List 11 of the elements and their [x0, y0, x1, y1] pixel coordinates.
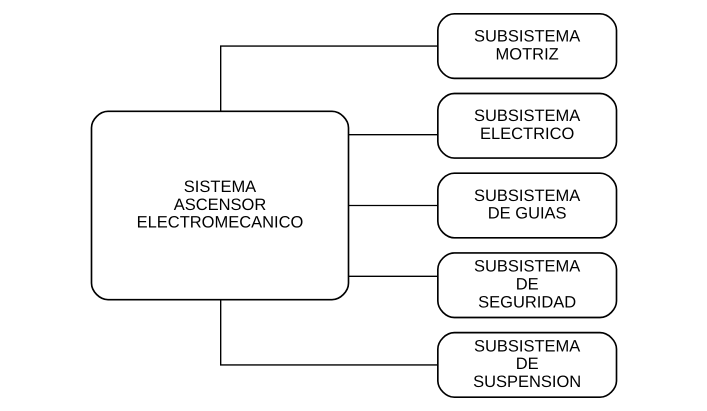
- node-box: SUBSISTEMA MOTRIZ: [436, 12, 617, 80]
- connector: [348, 204, 438, 206]
- connector: [220, 300, 438, 366]
- connector: [220, 45, 438, 111]
- connector: [348, 134, 438, 136]
- connector: [348, 276, 438, 277]
- node-box: SUBSISTEMA DE SUSPENSION: [436, 332, 617, 398]
- node-box: SUBSISTEMA DE SEGURIDAD: [436, 252, 617, 318]
- node-box: SUBSISTEMA ELECTRICO: [436, 92, 617, 159]
- node-box: SUBSISTEMA DE GUIAS: [436, 172, 617, 239]
- node-box: SISTEMA ASCENSOR ELECTROMECANICO: [90, 110, 349, 300]
